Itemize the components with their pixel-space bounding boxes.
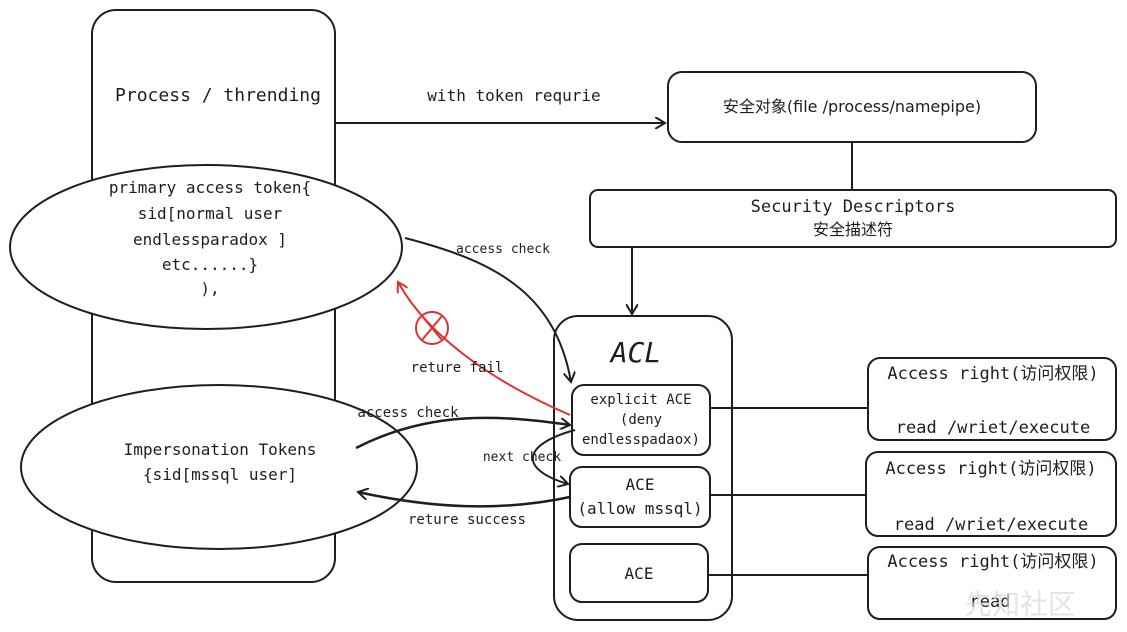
next-check-arrow bbox=[531, 429, 576, 484]
ace1-line2: (deny bbox=[620, 412, 662, 428]
primary-token-line3: endlessparadox ] bbox=[133, 230, 287, 249]
acl-box bbox=[553, 315, 733, 621]
acl-title: ACL bbox=[609, 336, 662, 369]
access-right-1-perms: read /wriet/execute bbox=[896, 418, 1090, 438]
security-descriptor-box bbox=[589, 189, 1117, 248]
impersonation-token-ellipse bbox=[20, 384, 418, 550]
primary-token-line1: primary access token{ bbox=[109, 178, 311, 197]
impersonation-token-line1: Impersonation Tokens bbox=[124, 440, 317, 459]
ace2-line1: ACE bbox=[626, 475, 655, 494]
access-right-3-title: Access right(访问权限) bbox=[887, 552, 1098, 572]
fail-cross-icon bbox=[415, 311, 449, 345]
access-check-arrow-2 bbox=[355, 416, 570, 450]
process-title: Process / thrending bbox=[115, 85, 321, 106]
access-right-3-perms: read bbox=[970, 592, 1011, 612]
access-check-label-2: access check bbox=[357, 405, 459, 421]
access-right-box-2 bbox=[865, 451, 1117, 537]
access-right-2-perms: read /wriet/execute bbox=[894, 515, 1088, 535]
access-right-1-title: Access right(访问权限) bbox=[887, 364, 1098, 384]
with-token-label: with token requrie bbox=[427, 86, 600, 105]
ace1-line1: explicit ACE bbox=[590, 392, 691, 408]
return-success-arrow bbox=[358, 492, 571, 508]
access-right-box-1 bbox=[867, 357, 1117, 441]
return-fail-label: reture fail bbox=[411, 360, 504, 376]
primary-token-line4: etc......} bbox=[162, 255, 258, 274]
access-right-2-title: Access right(访问权限) bbox=[885, 459, 1096, 479]
ace2-line2: (allow mssql) bbox=[577, 499, 702, 518]
primary-token-line5: ), bbox=[200, 279, 219, 298]
secure-object-label: 安全对象(file /process/namepipe) bbox=[723, 97, 981, 116]
access-check-arrow-1 bbox=[404, 237, 571, 382]
ace-explicit-deny bbox=[571, 384, 711, 456]
security-descriptor-line1: Security Descriptors bbox=[751, 197, 956, 217]
security-descriptor-line2: 安全描述符 bbox=[813, 220, 893, 239]
fail-cross-stroke-b bbox=[421, 315, 443, 341]
return-fail-arrow bbox=[398, 282, 571, 416]
ace3-line1: ACE bbox=[625, 564, 654, 583]
ace1-line3: endlesspadaox) bbox=[582, 432, 700, 448]
access-check-label-1: access check bbox=[456, 242, 550, 257]
next-check-label: next check bbox=[483, 450, 561, 465]
primary-token-line2: sid[normal user bbox=[138, 204, 283, 223]
primary-token-ellipse bbox=[9, 164, 403, 330]
impersonation-token-line2: {sid[mssql user] bbox=[143, 465, 297, 484]
watermark-text: 先知社区 bbox=[964, 588, 1076, 621]
access-right-box-3 bbox=[867, 546, 1117, 620]
return-success-label: reture success bbox=[408, 512, 526, 528]
ace-generic bbox=[569, 543, 709, 603]
